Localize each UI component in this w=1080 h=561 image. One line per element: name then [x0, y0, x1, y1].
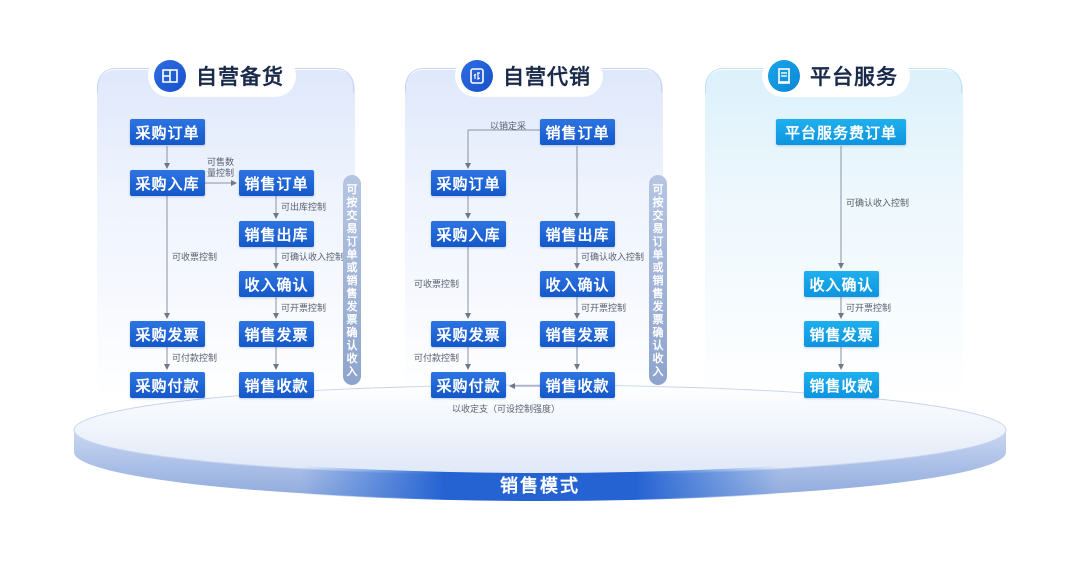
label-payment-control: 可付款控制: [172, 354, 218, 364]
section-title-self-consignment: 自营代销: [455, 55, 603, 97]
node-purchase-order-2: 采购订单: [431, 170, 506, 196]
node-purchase-inbound-2: 采购入库: [431, 221, 506, 247]
node-purchase-payment: 采购付款: [130, 372, 205, 398]
consignment-document-icon: [461, 60, 493, 92]
sales-mode-label: 销售模式: [500, 476, 580, 497]
node-purchase-invoice-2: 采购发票: [431, 321, 506, 347]
node-purchase-invoice: 采购发票: [130, 321, 205, 347]
label-income-control-2: 可确认收入控制: [581, 253, 645, 263]
node-purchase-inbound: 采购入库: [130, 170, 205, 196]
label-invoice-open-control: 可开票控制: [281, 304, 327, 314]
label-invoice-receive-control: 可收票控制: [172, 253, 218, 263]
section-title-platform-service: 平台服务: [762, 55, 910, 97]
node-income-confirm-3: 收入确认: [804, 271, 879, 297]
node-platform-service-order: 平台服务费订单: [776, 119, 906, 145]
node-sales-invoice: 销售发票: [239, 321, 314, 347]
node-purchase-order: 采购订单: [130, 119, 205, 145]
label-invoice-receive-control-2: 可收票控制: [414, 280, 460, 290]
node-sales-outbound: 销售出库: [239, 221, 314, 247]
label-income-control: 可确认收入控制: [281, 253, 345, 263]
node-sales-receipt: 销售收款: [239, 372, 314, 398]
node-sales-invoice-3: 销售发票: [804, 321, 879, 347]
node-sales-invoice-2: 销售发票: [540, 321, 615, 347]
label-sellable-qty-a: 可售数: [207, 158, 235, 168]
section-title-self-stock: 自营备货: [148, 55, 296, 97]
node-sales-order: 销售订单: [239, 170, 314, 196]
service-document-icon: [768, 60, 800, 92]
node-income-confirm-2: 收入确认: [540, 271, 615, 297]
node-sales-receipt-2: 销售收款: [540, 372, 615, 398]
boxes-icon: [154, 60, 186, 92]
node-sales-receipt-3: 销售收款: [804, 372, 879, 398]
label-invoice-open-control-3: 可开票控制: [846, 304, 892, 314]
label-invoice-open-control-2: 可开票控制: [581, 304, 627, 314]
node-sales-outbound-2: 销售出库: [540, 221, 615, 247]
node-sales-order-2: 销售订单: [540, 119, 615, 145]
label-income-control-3: 可确认收入控制: [846, 199, 910, 209]
vbar-income-basis-1: 可按交易订单或销售发票确认收入: [343, 175, 361, 385]
label-payment-control-2: 可付款控制: [414, 354, 460, 364]
node-purchase-payment-2: 采购付款: [431, 372, 506, 398]
label-sale-determines-purchase: 以销定采: [490, 122, 527, 132]
label-sellable-qty-b: 量控制: [207, 169, 235, 179]
node-income-confirm: 收入确认: [239, 271, 314, 297]
label-outbound-control: 可出库控制: [281, 203, 327, 213]
label-receipt-determines-payment: 以收定支（可设控制强度）: [452, 405, 561, 415]
vbar-income-basis-2: 可按交易订单或销售发票确认收入: [649, 175, 667, 385]
